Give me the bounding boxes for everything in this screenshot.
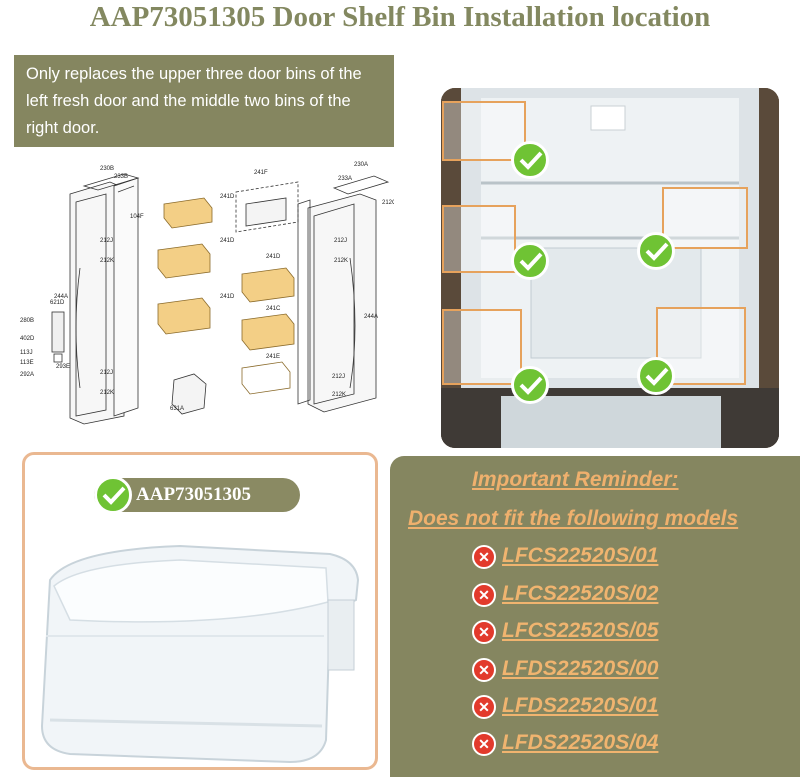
svg-text:292A: 292A	[20, 372, 34, 378]
x-icon: ✕	[472, 583, 496, 607]
incompatible-model: LFDS22520S/00	[502, 657, 659, 680]
check-icon	[511, 366, 549, 404]
compatibility-note: Only replaces the upper three door bins …	[14, 55, 394, 147]
x-icon: ✕	[472, 620, 496, 644]
svg-text:244A: 244A	[54, 294, 68, 300]
svg-text:212J: 212J	[100, 370, 113, 376]
page-title: AAP73051305 Door Shelf Bin Installation …	[89, 1, 711, 33]
incompatible-model: LFCS22520S/05	[502, 619, 659, 642]
svg-text:293E: 293E	[56, 364, 70, 370]
svg-text:212K: 212K	[100, 390, 114, 396]
svg-text:241E: 241E	[266, 354, 280, 360]
x-icon: ✕	[472, 658, 496, 682]
check-icon	[511, 242, 549, 280]
svg-text:402D: 402D	[20, 336, 35, 342]
svg-text:241D: 241D	[266, 254, 281, 260]
check-icon	[94, 476, 132, 514]
check-icon	[637, 232, 675, 270]
x-icon: ✕	[472, 695, 496, 719]
incompatible-model: LFDS22520S/04	[502, 731, 659, 754]
refrigerator-photo	[441, 88, 779, 448]
svg-text:280B: 280B	[20, 318, 34, 324]
svg-text:212K: 212K	[100, 258, 114, 264]
svg-text:230A: 230A	[354, 162, 368, 168]
check-icon	[511, 141, 549, 179]
reminder-subheading: Does not fit the following models	[408, 507, 739, 530]
svg-text:230B: 230B	[100, 166, 114, 172]
svg-text:241C: 241C	[266, 306, 281, 312]
x-icon: ✕	[472, 732, 496, 756]
svg-text:241D: 241D	[220, 194, 235, 200]
svg-text:113J: 113J	[20, 350, 33, 356]
door-bin-image	[40, 544, 360, 764]
x-icon: ✕	[472, 545, 496, 569]
reminder-panel	[390, 456, 800, 777]
svg-text:212J: 212J	[334, 238, 347, 244]
svg-text:233B: 233B	[114, 174, 128, 180]
incompatible-model: LFDS22520S/01	[502, 694, 659, 717]
incompatible-model: LFCS22520S/01	[502, 544, 659, 567]
part-number: AAP73051305	[136, 484, 252, 505]
svg-text:241D: 241D	[220, 294, 235, 300]
svg-text:241D: 241D	[220, 238, 235, 244]
reminder-heading: Important Reminder:	[472, 468, 679, 491]
svg-text:212J: 212J	[100, 238, 113, 244]
svg-text:212G: 212G	[382, 200, 394, 206]
svg-text:212K: 212K	[334, 258, 348, 264]
svg-text:212J: 212J	[332, 374, 345, 380]
svg-text:113E: 113E	[20, 360, 34, 366]
svg-text:241F: 241F	[254, 170, 268, 176]
svg-text:104F: 104F	[130, 214, 144, 220]
svg-text:244A: 244A	[364, 314, 378, 320]
svg-text:631A: 631A	[170, 406, 184, 412]
check-icon	[637, 357, 675, 395]
svg-text:621D: 621D	[50, 300, 65, 306]
svg-text:212K: 212K	[332, 392, 346, 398]
incompatible-model: LFCS22520S/02	[502, 582, 659, 605]
svg-text:233A: 233A	[338, 176, 352, 182]
